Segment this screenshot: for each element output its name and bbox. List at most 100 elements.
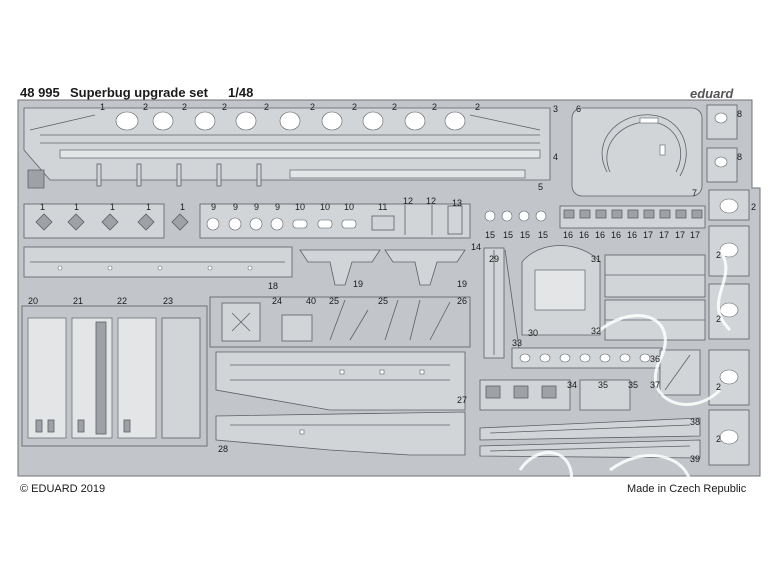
part-29-rods bbox=[483, 247, 521, 359]
label-27: 27 bbox=[457, 395, 467, 405]
label-1: 1 bbox=[40, 202, 45, 212]
label-26: 26 bbox=[457, 296, 467, 306]
label-16: 16 bbox=[579, 230, 589, 240]
label-35: 35 bbox=[598, 380, 608, 390]
label-5: 5 bbox=[538, 182, 543, 192]
label-21: 21 bbox=[73, 296, 83, 306]
label-33: 33 bbox=[512, 338, 522, 348]
label-2: 2 bbox=[716, 314, 721, 324]
set-scale: 1/48 bbox=[228, 85, 253, 100]
label-23: 23 bbox=[163, 296, 173, 306]
parts-38-39-strips bbox=[479, 417, 701, 459]
label-15: 15 bbox=[503, 230, 513, 240]
label-9: 9 bbox=[254, 202, 259, 212]
label-1: 1 bbox=[180, 202, 185, 212]
brand-logo: eduard bbox=[690, 86, 734, 101]
copyright-text: © EDUARD 2019 bbox=[20, 483, 105, 495]
label-6: 6 bbox=[576, 104, 581, 114]
label-28: 28 bbox=[218, 444, 228, 454]
label-34: 34 bbox=[567, 380, 577, 390]
label-16: 16 bbox=[595, 230, 605, 240]
label-2: 2 bbox=[143, 102, 148, 112]
label-2: 2 bbox=[310, 102, 315, 112]
label-19: 19 bbox=[353, 279, 363, 289]
label-36: 36 bbox=[650, 354, 660, 364]
label-2: 2 bbox=[392, 102, 397, 112]
label-2: 2 bbox=[182, 102, 187, 112]
label-9: 9 bbox=[211, 202, 216, 212]
label-1: 1 bbox=[146, 202, 151, 212]
label-7: 7 bbox=[692, 188, 697, 198]
parts-27-28-panels bbox=[215, 351, 466, 456]
label-17: 17 bbox=[675, 230, 685, 240]
label-11: 11 bbox=[378, 202, 387, 212]
label-15: 15 bbox=[538, 230, 548, 240]
label-10: 10 bbox=[344, 202, 354, 212]
part-19-brackets bbox=[299, 249, 466, 286]
label-17: 17 bbox=[690, 230, 700, 240]
label-2: 2 bbox=[716, 250, 721, 260]
label-10: 10 bbox=[295, 202, 305, 212]
origin-text: Made in Czech Republic bbox=[627, 483, 747, 495]
part-30-32-panels bbox=[521, 245, 706, 341]
label-10: 10 bbox=[320, 202, 330, 212]
label-16: 16 bbox=[611, 230, 621, 240]
label-2: 2 bbox=[475, 102, 480, 112]
label-37: 37 bbox=[650, 380, 660, 390]
label-8: 8 bbox=[737, 109, 742, 119]
part-16-17-strip bbox=[559, 205, 706, 229]
parts-33-37 bbox=[479, 347, 701, 411]
label-2: 2 bbox=[352, 102, 357, 112]
label-25: 25 bbox=[378, 296, 388, 306]
label-30: 30 bbox=[528, 328, 538, 338]
label-32: 32 bbox=[591, 326, 601, 336]
set-number: 48 995 bbox=[20, 85, 60, 100]
part-6-frame bbox=[571, 107, 703, 197]
label-2: 2 bbox=[716, 434, 721, 444]
set-name: Superbug upgrade set bbox=[70, 85, 209, 100]
label-16: 16 bbox=[563, 230, 573, 240]
label-35: 35 bbox=[628, 380, 638, 390]
part-number-labels: 1 2 2 2 2 2 2 2 2 2 3 4 5 6 7 8 8 2 2 2 … bbox=[28, 102, 756, 464]
label-15: 15 bbox=[485, 230, 495, 240]
label-16: 16 bbox=[627, 230, 637, 240]
label-8: 8 bbox=[737, 152, 742, 162]
label-31: 31 bbox=[591, 254, 601, 264]
label-13: 13 bbox=[452, 198, 462, 208]
label-29: 29 bbox=[489, 254, 499, 264]
label-1: 1 bbox=[110, 202, 115, 212]
label-12: 12 bbox=[426, 196, 436, 206]
label-22: 22 bbox=[117, 296, 127, 306]
label-2: 2 bbox=[264, 102, 269, 112]
label-1: 1 bbox=[100, 102, 105, 112]
label-20: 20 bbox=[28, 296, 38, 306]
label-15: 15 bbox=[520, 230, 530, 240]
label-17: 17 bbox=[659, 230, 669, 240]
label-4: 4 bbox=[553, 152, 558, 162]
label-1: 1 bbox=[74, 202, 79, 212]
label-9: 9 bbox=[275, 202, 280, 212]
parts-24-26 bbox=[209, 296, 471, 348]
label-14: 14 bbox=[471, 242, 481, 252]
label-2: 2 bbox=[716, 382, 721, 392]
label-24: 24 bbox=[272, 296, 282, 306]
ring-parts-top bbox=[27, 111, 466, 189]
eduard-watermark bbox=[518, 249, 732, 501]
small-parts-row bbox=[23, 203, 547, 239]
parts-20-23 bbox=[21, 305, 208, 447]
label-2: 2 bbox=[222, 102, 227, 112]
label-3: 3 bbox=[553, 104, 558, 114]
label-2: 2 bbox=[751, 202, 756, 212]
label-9: 9 bbox=[233, 202, 238, 212]
label-2: 2 bbox=[432, 102, 437, 112]
label-17: 17 bbox=[643, 230, 653, 240]
right-column-parts bbox=[706, 104, 750, 466]
label-25: 25 bbox=[329, 296, 339, 306]
label-18: 18 bbox=[268, 281, 278, 291]
label-12: 12 bbox=[403, 196, 413, 206]
label-19: 19 bbox=[457, 279, 467, 289]
label-39: 39 bbox=[690, 454, 700, 464]
long-rail-part bbox=[23, 246, 293, 278]
label-38: 38 bbox=[690, 417, 700, 427]
